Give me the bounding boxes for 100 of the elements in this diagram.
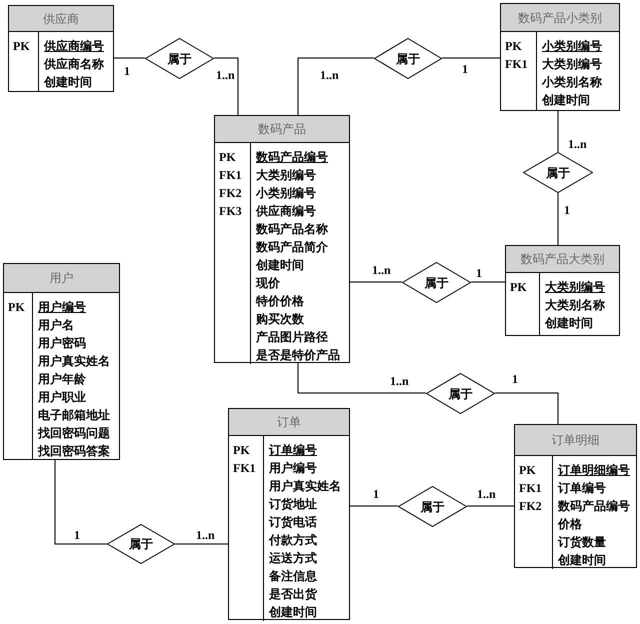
attribute-name: 小类别名称: [542, 74, 602, 91]
attribute-name: 供应商名称: [44, 56, 104, 73]
attribute-name: 运送方式: [269, 550, 317, 567]
attribute-name: 订货数量: [558, 534, 606, 551]
key-label: FK2: [519, 498, 542, 515]
relationship-line: [494, 392, 558, 424]
attribute-name: 大类别名称: [545, 297, 605, 314]
cardinality-label: 1: [373, 487, 379, 501]
key-label: FK1: [519, 480, 542, 497]
relationship-line: [298, 362, 426, 394]
attribute-name: 产品图片路径: [256, 329, 328, 346]
key-label: PK: [510, 279, 527, 296]
entity-title: 订单明细: [515, 425, 636, 456]
cardinality-label: 1..n: [196, 528, 215, 542]
attribute-name: 是否出货: [269, 586, 317, 603]
key-label: FK1: [219, 167, 242, 184]
entity-table: [8, 5, 114, 92]
relationship-diamond: [402, 262, 471, 303]
attribute-name: 备注信息: [269, 568, 317, 585]
attribute-name: 小类别编号: [256, 185, 316, 202]
key-label: FK3: [219, 203, 242, 220]
entity-table: [514, 424, 637, 568]
attribute-name: 用户真实姓名: [269, 478, 341, 495]
entity-title: 订单: [229, 409, 349, 436]
attribute-name: 用户密码: [38, 335, 86, 352]
attribute-name: 特价价格: [256, 293, 304, 310]
relationship-diamond: [374, 38, 442, 79]
cardinality-label: 1: [512, 372, 518, 386]
attribute-name: 创建时间: [542, 92, 590, 109]
entity-title: 数码产品: [215, 116, 349, 143]
relationship-diamond: [398, 486, 467, 527]
key-label: PK: [13, 38, 30, 55]
attribute-name: 用户职业: [38, 389, 86, 406]
entity-table: [3, 263, 120, 460]
relationship-line: [298, 58, 374, 116]
attribute-name: 创建时间: [256, 257, 304, 274]
cardinality-label: 1..n: [320, 68, 339, 82]
attribute-name: 付款方式: [269, 532, 317, 549]
cardinality-label: 1: [74, 528, 80, 542]
attribute-name: 创建时间: [545, 315, 593, 332]
entity-table: [500, 3, 620, 111]
attribute-name: 大类别编号: [542, 56, 602, 73]
attribute-name: 用户真实姓名: [38, 353, 110, 370]
key-label: PK: [8, 299, 25, 316]
cardinality-label: 1..n: [477, 487, 496, 501]
entity-title: 供应商: [9, 6, 113, 32]
relationship-label: 属于: [424, 274, 448, 292]
attribute-name: 订货地址: [269, 496, 317, 513]
entity-title: 用户: [4, 264, 119, 293]
relationship-line: [54, 460, 108, 544]
attribute-name: 找回密码问题: [38, 425, 110, 442]
attribute-name: 用户年龄: [38, 371, 86, 388]
entity-table: [505, 245, 620, 336]
cardinality-label: 1..n: [390, 374, 409, 388]
attribute-name: 大类别编号: [256, 167, 316, 184]
relationship-diamond: [107, 524, 175, 564]
cardinality-label: 1..n: [568, 137, 587, 151]
key-label: PK: [233, 442, 250, 459]
attribute-name: 数码产品简介: [256, 239, 328, 256]
entity-table: [228, 408, 350, 620]
attribute-name: 用户名: [38, 317, 74, 334]
key-label: FK1: [233, 460, 256, 477]
attribute-name: 创建时间: [558, 552, 606, 569]
cardinality-label: 1: [476, 266, 482, 280]
attribute-name: 订单编号: [558, 480, 606, 497]
attribute-name: 创建时间: [44, 74, 92, 91]
entity-title: 数码产品大类别: [506, 246, 619, 273]
entity-title: 数码产品小类别: [501, 4, 619, 32]
attribute-name: 电子邮箱地址: [38, 407, 110, 424]
cardinality-label: 1..n: [372, 263, 391, 277]
attribute-name: 用户编号: [269, 460, 317, 477]
cardinality-label: 1: [564, 203, 570, 217]
attribute-name: 用户编号: [38, 299, 86, 316]
attribute-name: 找回密码答案: [38, 443, 110, 460]
relationship-label: 属于: [129, 536, 153, 553]
relationship-line: [214, 58, 238, 116]
attribute-name: 订单明细编号: [558, 462, 630, 479]
attribute-name: 现价: [256, 275, 280, 292]
attribute-name: 数码产品编号: [558, 498, 630, 515]
attribute-name: 数码产品编号: [256, 149, 328, 166]
attribute-name: 供应商编号: [256, 203, 316, 220]
attribute-name: 供应商编号: [44, 38, 104, 55]
cardinality-label: 1..n: [216, 68, 235, 82]
relationship-diamond: [426, 373, 495, 414]
relationship-diamond: [145, 38, 214, 79]
key-label: PK: [505, 38, 522, 55]
attribute-name: 订单编号: [269, 442, 317, 459]
key-label: PK: [219, 149, 236, 166]
relationship-label: 属于: [396, 50, 420, 68]
attribute-name: 价格: [558, 516, 582, 533]
relationship-label: 属于: [546, 164, 570, 182]
entity-table: [214, 115, 350, 363]
cardinality-label: 1: [462, 62, 468, 76]
cardinality-label: 1: [124, 64, 130, 78]
attribute-name: 数码产品名称: [256, 221, 328, 238]
key-label: FK2: [219, 185, 242, 202]
relationship-diamond: [523, 152, 593, 193]
attribute-name: 是否是特价产品: [256, 347, 340, 364]
attribute-name: 订货电话: [269, 514, 317, 531]
key-label: FK1: [505, 56, 528, 73]
